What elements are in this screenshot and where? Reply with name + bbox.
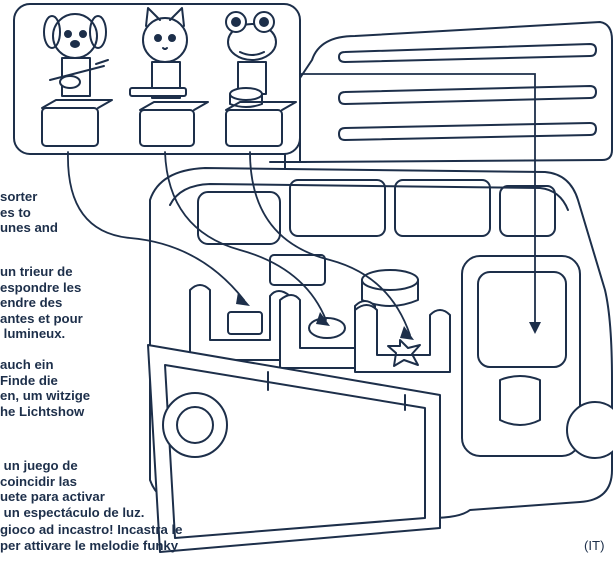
italian-caption: gioco ad incastro! Incastra le per attiv… bbox=[0, 522, 182, 553]
bus-door bbox=[462, 256, 580, 456]
german-caption: auch ein Finde die en, um witzige he Lic… bbox=[0, 357, 90, 419]
drum-top bbox=[362, 270, 418, 290]
front-wheel bbox=[163, 393, 227, 457]
rear-wheel bbox=[567, 402, 613, 458]
english-caption: sorter es to unes and bbox=[0, 189, 58, 236]
french-caption: un trieur de espondre les endre des ante… bbox=[0, 264, 83, 342]
language-tag: (IT) bbox=[584, 538, 605, 554]
spanish-caption: un juego de coincidir las uete para acti… bbox=[0, 458, 144, 520]
